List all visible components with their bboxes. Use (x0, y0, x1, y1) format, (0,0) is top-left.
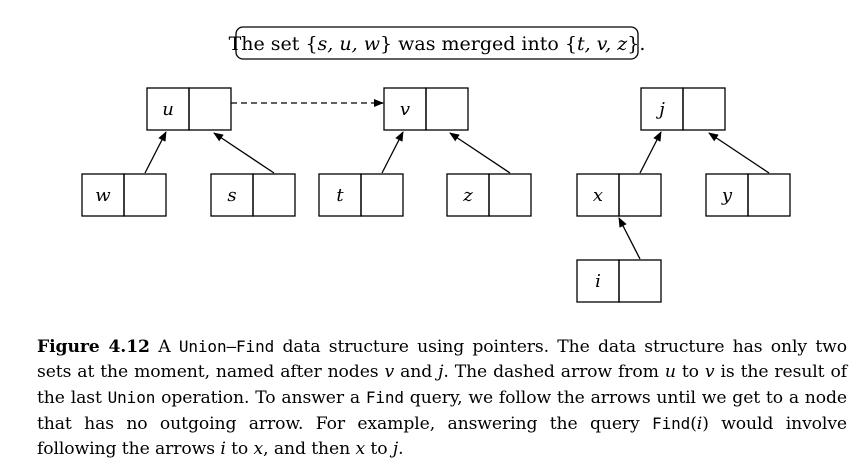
arrow-y-to-j (708, 132, 770, 174)
arrow-s-to-u (213, 132, 275, 174)
arrow-i-to-x (618, 217, 641, 260)
node-label-z: z (462, 185, 473, 206)
node-label-s: s (227, 185, 236, 206)
figure-caption: Figure 4.12 A Union–Find data structure … (37, 337, 848, 459)
arrow-z-to-v (449, 132, 511, 174)
callout-box (235, 26, 639, 60)
node-label-t: t (336, 185, 344, 206)
arrow-t-to-v (381, 131, 404, 174)
callout-text: The set {s, u, w} was merged into {t, v,… (229, 33, 646, 55)
node-u: u (146, 87, 232, 131)
node-x: x (576, 173, 662, 217)
arrow-w-to-u (144, 131, 167, 174)
node-j: j (640, 87, 726, 131)
node-label-x: x (593, 185, 603, 206)
node-label-y: y (721, 185, 733, 206)
node-y: y (705, 173, 791, 217)
node-i: i (576, 259, 662, 303)
node-label-i: i (595, 271, 601, 292)
node-label-j: j (655, 99, 665, 120)
node-w: w (81, 173, 167, 217)
node-s: s (210, 173, 296, 217)
node-label-w: w (95, 185, 111, 206)
node-v: v (383, 87, 469, 131)
figure-label: Figure 4.12 (37, 337, 150, 357)
union-find-diagram: The set {s, u, w} was merged into {t, v,… (81, 26, 791, 303)
merge-callout: The set {s, u, w} was merged into {t, v,… (229, 26, 646, 60)
node-z: z (446, 173, 532, 217)
node-label-v: v (400, 99, 410, 120)
node-label-u: u (162, 99, 174, 120)
arrow-x-to-j (639, 131, 662, 174)
node-t: t (318, 173, 404, 217)
